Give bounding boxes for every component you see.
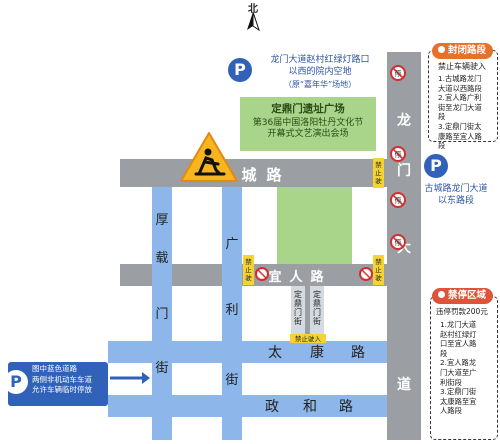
svg-text:道: 道 xyxy=(397,376,411,393)
svg-text:街: 街 xyxy=(225,373,238,388)
svg-text:政: 政 xyxy=(265,399,279,415)
svg-text:广: 广 xyxy=(225,237,238,252)
noparking-subtitle: 违停罚款200元 xyxy=(436,307,488,316)
closure-title: 封闭路段 xyxy=(448,45,487,56)
parking-lot1-text: 龙门大道赵村红绿灯路口 以西的院内空地 xyxy=(270,55,370,77)
venue-grounds xyxy=(277,187,352,264)
noparking-badge: 禁停区域 xyxy=(432,288,494,304)
noparking-items: 1.龙门大道 赵村红绿灯 口至宜人路 段 2.宜人路龙 门大道至广 利街段 3.… xyxy=(440,320,477,416)
closure-panel xyxy=(428,50,498,142)
noparking-title: 禁停区域 xyxy=(448,290,487,301)
taikang-road xyxy=(108,341,387,363)
svg-text:载: 载 xyxy=(155,251,168,266)
svg-text:康: 康 xyxy=(310,344,324,361)
svg-text:禁: 禁 xyxy=(375,258,382,266)
guangli-street xyxy=(222,187,242,440)
dingding-gate-street-west xyxy=(291,286,305,341)
svg-text:驶: 驶 xyxy=(375,177,382,185)
noparking-dot-icon xyxy=(438,291,445,298)
zhenghe-road-label: 政 和 路 xyxy=(265,399,353,415)
construction-sign-icon xyxy=(178,130,240,188)
parking-lot1-subtext: （原“嘉年华”场地） xyxy=(283,80,357,89)
svg-text:门: 门 xyxy=(155,307,168,322)
dingding-gate-street-east xyxy=(310,286,324,341)
svg-text:驶: 驶 xyxy=(245,274,252,282)
svg-text:门: 门 xyxy=(397,162,411,179)
svg-text:街: 街 xyxy=(155,361,168,376)
houzai-gate-street xyxy=(152,187,172,440)
closure-dot-icon xyxy=(438,46,445,53)
longmen-avenue-label: 龙 门 大 道 xyxy=(396,112,411,393)
svg-text:定: 定 xyxy=(313,289,321,299)
svg-text:厚: 厚 xyxy=(155,213,168,228)
svg-text:街: 街 xyxy=(294,316,302,326)
venue-title: 定鼎门遗址广场 xyxy=(271,103,345,115)
svg-text:利: 利 xyxy=(225,303,238,318)
parking-icon-lot2: P xyxy=(424,154,448,178)
zhenghe-road xyxy=(108,395,387,417)
taikang-road-label: 太 康 路 xyxy=(268,344,365,361)
closure-subtitle: 禁止车辆驶入 xyxy=(438,62,486,71)
blue-road-parking-legend: P 图中蓝色道路 两侧非机动车车道 允许车辆临时停放 xyxy=(4,362,108,406)
svg-text:路: 路 xyxy=(339,399,353,415)
svg-text:停: 停 xyxy=(395,238,402,247)
svg-text:门: 门 xyxy=(313,307,321,317)
parking-legend-text: 图中蓝色道路 两侧非机动车车道 允许车辆临时停放 xyxy=(32,364,92,394)
svg-text:定: 定 xyxy=(294,289,302,299)
north-label: 北 xyxy=(248,4,258,15)
parking-lot2-text: 古城路龙门大道 以东路段 xyxy=(424,184,488,206)
svg-text:太: 太 xyxy=(268,345,282,361)
yiren-road xyxy=(120,264,421,286)
svg-text:鼎: 鼎 xyxy=(294,299,302,308)
closure-items: 1.古城路龙门 大道以西路段 2.宜人路广利 街至龙门大道 段 3.定鼎门街太 … xyxy=(438,74,482,151)
svg-text:路: 路 xyxy=(351,345,365,361)
svg-text:街: 街 xyxy=(313,316,321,326)
closure-badge: 封闭路段 xyxy=(432,43,494,59)
no-parking-sign-icons: 停 停 停 停 xyxy=(255,65,406,281)
venue-subtitle: 第36届中国洛阳牡丹文化节 开幕式文艺演出会场 xyxy=(252,118,364,139)
svg-text:停: 停 xyxy=(395,69,402,78)
houzai-gate-street-label: 厚 载 门 街 xyxy=(155,213,168,376)
parking-icon-lot1: P xyxy=(228,58,252,82)
svg-text:止: 止 xyxy=(375,265,382,274)
dingding-gate-street-label: 定鼎门街 定鼎门街 xyxy=(294,289,321,326)
yiren-road-label: 宜人路 xyxy=(268,269,331,285)
svg-text:禁: 禁 xyxy=(375,161,382,169)
svg-text:止: 止 xyxy=(245,265,252,274)
no-entry-text: 禁止驶入 xyxy=(295,334,322,343)
svg-text:禁: 禁 xyxy=(245,258,252,266)
svg-text:门: 门 xyxy=(294,307,302,317)
parking-icon-legend: P xyxy=(4,370,28,394)
svg-text:和: 和 xyxy=(303,399,317,415)
guangli-street-label: 广 利 街 xyxy=(225,237,238,388)
north-arrow-icon xyxy=(247,11,260,32)
svg-text:停: 停 xyxy=(395,196,402,205)
svg-text:鼎: 鼎 xyxy=(313,299,321,308)
gucheng-road xyxy=(120,159,421,187)
svg-text:驶: 驶 xyxy=(375,274,382,282)
venue-label: 定鼎门遗址广场 第36届中国洛阳牡丹文化节 开幕式文艺演出会场 xyxy=(240,97,376,151)
svg-text:停: 停 xyxy=(395,150,402,159)
no-entry-tags: 禁止驶 禁止驶 禁止驶 禁止驶入 xyxy=(243,158,384,343)
svg-text:止: 止 xyxy=(375,168,382,177)
svg-text:龙: 龙 xyxy=(396,112,411,129)
